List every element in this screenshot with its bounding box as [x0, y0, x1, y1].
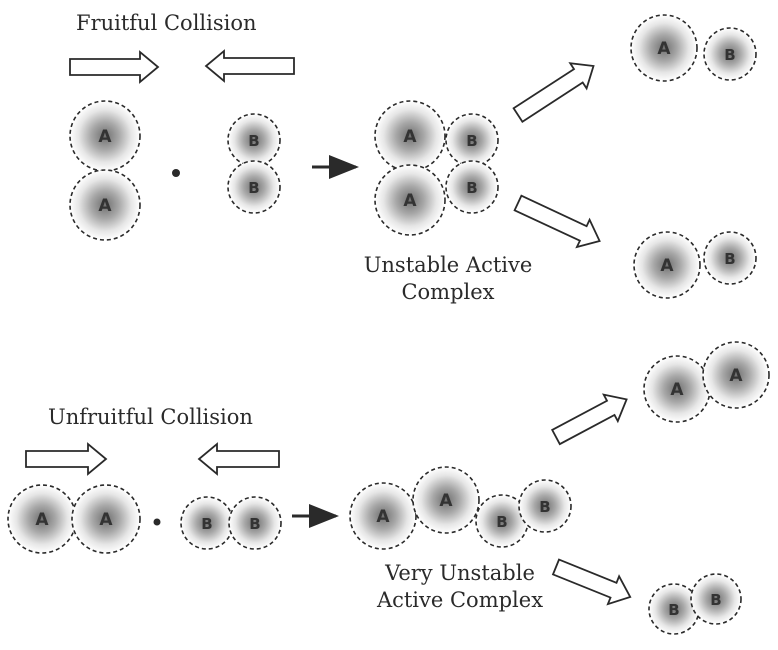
- atom-label: B: [201, 515, 212, 533]
- atom-shell: [69, 169, 141, 241]
- atom-label: A: [439, 491, 453, 511]
- product-arrows: [512, 62, 632, 606]
- product-arrow-up-top: [512, 62, 595, 123]
- atom-label: B: [249, 515, 260, 533]
- product-arrow-down-top: [513, 194, 601, 249]
- unstable-complex-line2: Complex: [401, 280, 495, 304]
- atom-shell: [703, 231, 757, 285]
- atom-label: B: [668, 601, 679, 619]
- atom-label: A: [660, 256, 674, 276]
- atom-shell: [703, 27, 757, 81]
- atom-product-ab-bottom-a: A: [633, 231, 701, 299]
- atom-label: A: [35, 510, 49, 530]
- atom-product-ab-top-b: B: [703, 27, 757, 81]
- atom-reactant-bb-right-b: B: [228, 496, 282, 550]
- atom-reactant-bb-left-b: B: [180, 496, 234, 550]
- atom-reactant-aa-right-a: A: [71, 484, 141, 554]
- atom-shell: [445, 160, 499, 214]
- unfruitful-collision-title: Unfruitful Collision: [48, 405, 253, 429]
- atom-complex-a-top: A: [374, 100, 446, 172]
- atom-label: A: [729, 366, 743, 386]
- atom-shell: [702, 341, 770, 409]
- atom-shell: [630, 14, 698, 82]
- atom-label: B: [496, 513, 507, 531]
- atom-label: B: [248, 132, 259, 150]
- atom-shell: [227, 160, 281, 214]
- atom-shell: [633, 231, 701, 299]
- atom-label: B: [539, 498, 550, 516]
- atom-label: A: [403, 191, 417, 211]
- atom-label: B: [248, 179, 259, 197]
- atom-label: A: [376, 507, 390, 527]
- atom-shell: [69, 100, 141, 172]
- atom-product-aa-a-left: A: [643, 355, 711, 423]
- atom-reactant-a-bottom: A: [69, 169, 141, 241]
- very-unstable-complex-line1: Very Unstable: [385, 561, 535, 585]
- atom-product-aa-a-right: A: [702, 341, 770, 409]
- atom-very-complex-a-left: A: [349, 482, 417, 550]
- atom-shell: [71, 484, 141, 554]
- atom-label: B: [724, 250, 735, 268]
- atom-label: B: [466, 179, 477, 197]
- fruitful-approach-arrows: [25, 49, 295, 476]
- very-unstable-complex-line2: Active Complex: [376, 588, 544, 612]
- atom-very-complex-b-right: B: [518, 479, 572, 533]
- atom-label: A: [403, 127, 417, 147]
- approach-arrow-right-top: [69, 50, 160, 84]
- atom-shell: [412, 466, 480, 534]
- atoms-layer: A A B B A B A B A B A B A A B B A A B B A A B B: [7, 14, 770, 635]
- product-arrow-up-bottom: [550, 393, 628, 446]
- collision-dot-bottom: [153, 518, 161, 526]
- unstable-complex-label: Unstable Active Complex: [348, 252, 548, 306]
- atom-shell: [374, 164, 446, 236]
- atom-shell: [228, 496, 282, 550]
- atom-reactant-a-top: A: [69, 100, 141, 172]
- atom-label: A: [670, 380, 684, 400]
- atom-label: B: [724, 46, 735, 64]
- atom-label: B: [710, 591, 721, 609]
- atom-product-bb-b-right: B: [690, 573, 742, 625]
- approach-arrow-left-top: [204, 49, 295, 83]
- atom-label: A: [99, 510, 113, 530]
- atom-complex-a-bottom: A: [374, 164, 446, 236]
- atom-product-ab-bottom-b: B: [703, 231, 757, 285]
- atom-product-ab-top-a: A: [630, 14, 698, 82]
- atom-shell: [690, 573, 742, 625]
- atom-shell: [374, 100, 446, 172]
- atom-label: A: [98, 196, 112, 216]
- atom-label: B: [466, 132, 477, 150]
- atom-shell: [227, 113, 281, 167]
- atom-shell: [518, 479, 572, 533]
- atom-reactant-b-bottom: B: [227, 160, 281, 214]
- atom-reactant-b-top: B: [227, 113, 281, 167]
- atom-shell: [445, 113, 499, 167]
- atom-label: A: [657, 39, 671, 59]
- atom-shell: [349, 482, 417, 550]
- unstable-complex-line1: Unstable Active: [363, 253, 533, 277]
- approach-arrow-right-bottom: [25, 442, 108, 476]
- atom-complex-b-top: B: [445, 113, 499, 167]
- atom-reactant-aa-left-a: A: [7, 484, 77, 554]
- approach-arrow-left-bottom: [197, 442, 280, 476]
- collision-dot-top: [172, 169, 180, 177]
- atom-very-complex-a-right: A: [412, 466, 480, 534]
- atom-label: A: [98, 127, 112, 147]
- fruitful-collision-title: Fruitful Collision: [76, 11, 257, 35]
- atom-complex-b-bottom: B: [445, 160, 499, 214]
- very-unstable-complex-label: Very Unstable Active Complex: [370, 560, 550, 614]
- product-arrow-down-bottom: [551, 558, 632, 606]
